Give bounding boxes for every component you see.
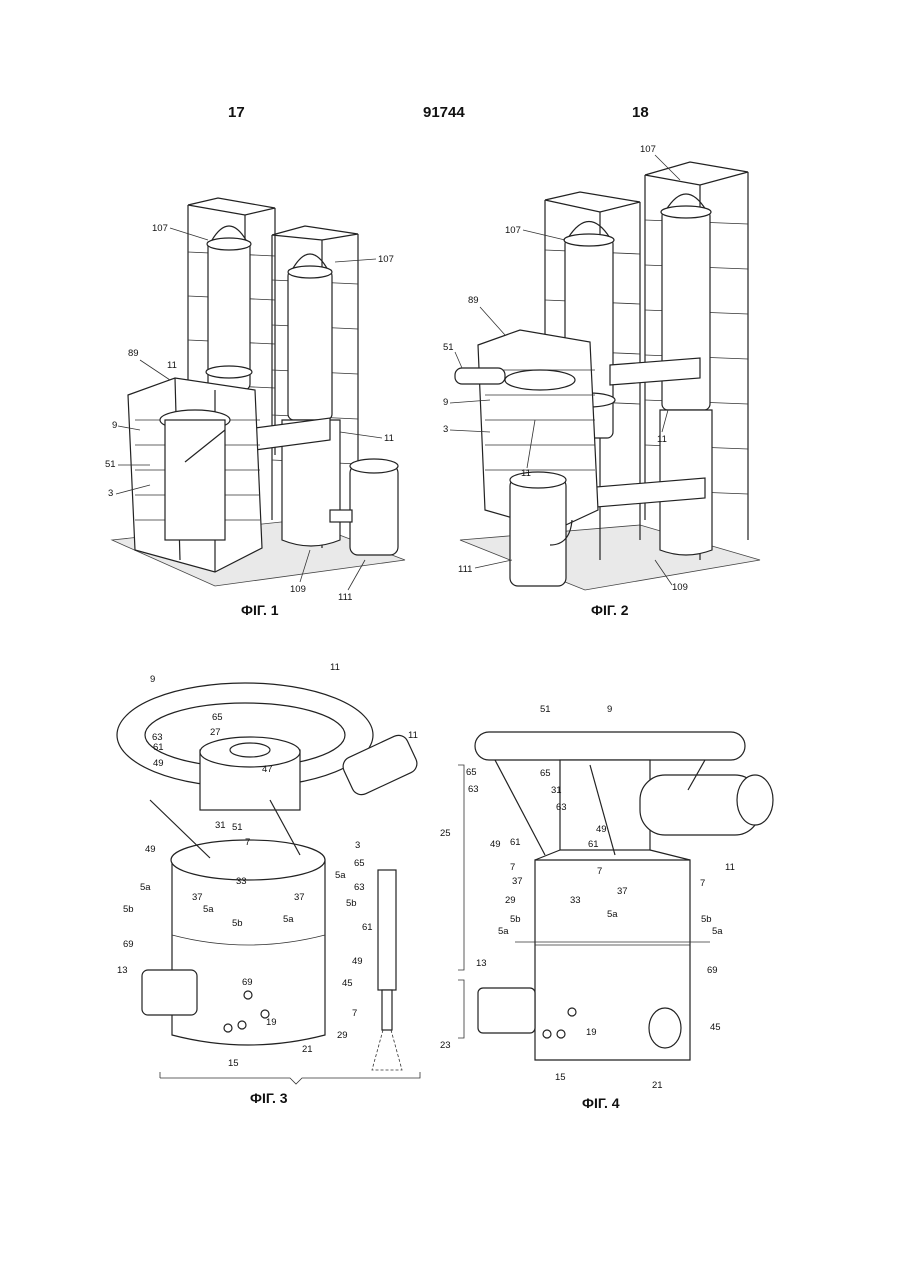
svg-text:21: 21 — [652, 1080, 663, 1091]
svg-text:61: 61 — [588, 839, 599, 850]
svg-text:49: 49 — [596, 824, 607, 835]
svg-text:25: 25 — [440, 828, 451, 839]
svg-text:7: 7 — [510, 862, 515, 873]
svg-text:63: 63 — [556, 802, 567, 813]
svg-text:15: 15 — [555, 1072, 566, 1083]
svg-text:31: 31 — [551, 785, 562, 796]
svg-text:69: 69 — [707, 965, 718, 976]
svg-text:61: 61 — [510, 837, 521, 848]
figure-4-caption: ФІГ. 4 — [582, 1095, 620, 1111]
svg-text:29: 29 — [505, 895, 516, 906]
svg-text:45: 45 — [710, 1022, 721, 1033]
svg-text:65: 65 — [466, 767, 477, 778]
svg-text:5a: 5a — [498, 926, 509, 937]
svg-text:51: 51 — [540, 704, 551, 715]
svg-text:23: 23 — [440, 1040, 451, 1051]
svg-text:11: 11 — [725, 862, 735, 873]
svg-text:13: 13 — [476, 958, 487, 969]
svg-text:37: 37 — [512, 876, 523, 887]
svg-text:65: 65 — [540, 768, 551, 779]
svg-text:5a: 5a — [607, 909, 618, 920]
svg-text:5b: 5b — [701, 914, 712, 925]
svg-text:5a: 5a — [712, 926, 723, 937]
svg-text:49: 49 — [490, 839, 501, 850]
svg-text:37: 37 — [617, 886, 628, 897]
svg-text:7: 7 — [597, 866, 602, 877]
svg-text:19: 19 — [586, 1027, 597, 1038]
svg-text:63: 63 — [468, 784, 479, 795]
svg-text:7: 7 — [700, 878, 705, 889]
svg-text:9: 9 — [607, 704, 612, 715]
svg-text:33: 33 — [570, 895, 581, 906]
svg-text:5b: 5b — [510, 914, 521, 925]
